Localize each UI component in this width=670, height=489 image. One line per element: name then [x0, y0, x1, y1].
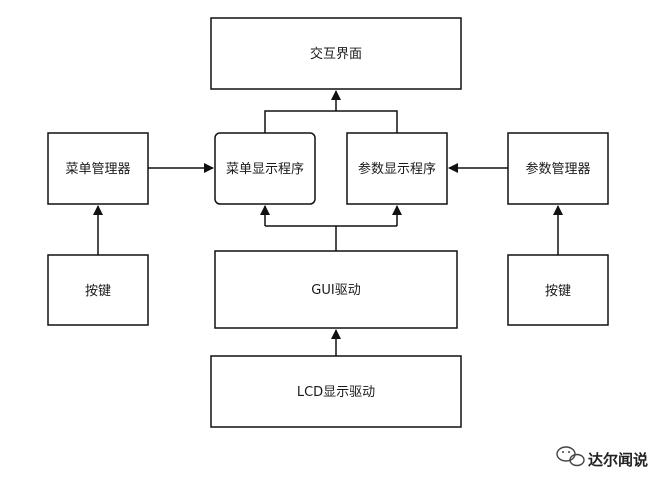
box-gui-driver: GUI驱动 [214, 250, 458, 329]
watermark: 达尔闻说 [556, 446, 648, 469]
box-param-display-label: 参数显示程序 [358, 161, 436, 177]
box-key-right-label: 按键 [545, 284, 571, 299]
box-menu-manager-label: 菜单管理器 [65, 162, 130, 177]
box-param-manager: 参数管理器 [507, 132, 609, 205]
box-key-right: 按键 [507, 254, 609, 326]
wechat-icon [556, 446, 585, 467]
box-lcd-driver: LCD显示驱动 [210, 355, 462, 428]
box-gui-driver-label: GUI驱动 [311, 283, 360, 298]
box-menu-manager: 菜单管理器 [47, 132, 149, 205]
box-key-left: 按键 [47, 254, 149, 326]
box-menu-display: 菜单显示程序 [214, 132, 316, 205]
box-lcd-driver-label: LCD显示驱动 [297, 385, 375, 400]
box-param-manager-label: 参数管理器 [525, 161, 590, 177]
box-param-display: 参数显示程序 [346, 132, 448, 205]
watermark-text: 达尔闻说 [588, 451, 648, 469]
box-menu-display-label: 菜单显示程序 [226, 162, 304, 177]
box-key-left-label: 按键 [85, 284, 111, 299]
box-interaction-ui: 交互界面 [210, 17, 462, 90]
connector-displays-to-ui [264, 110, 398, 133]
box-interaction-ui-label: 交互界面 [310, 46, 362, 62]
